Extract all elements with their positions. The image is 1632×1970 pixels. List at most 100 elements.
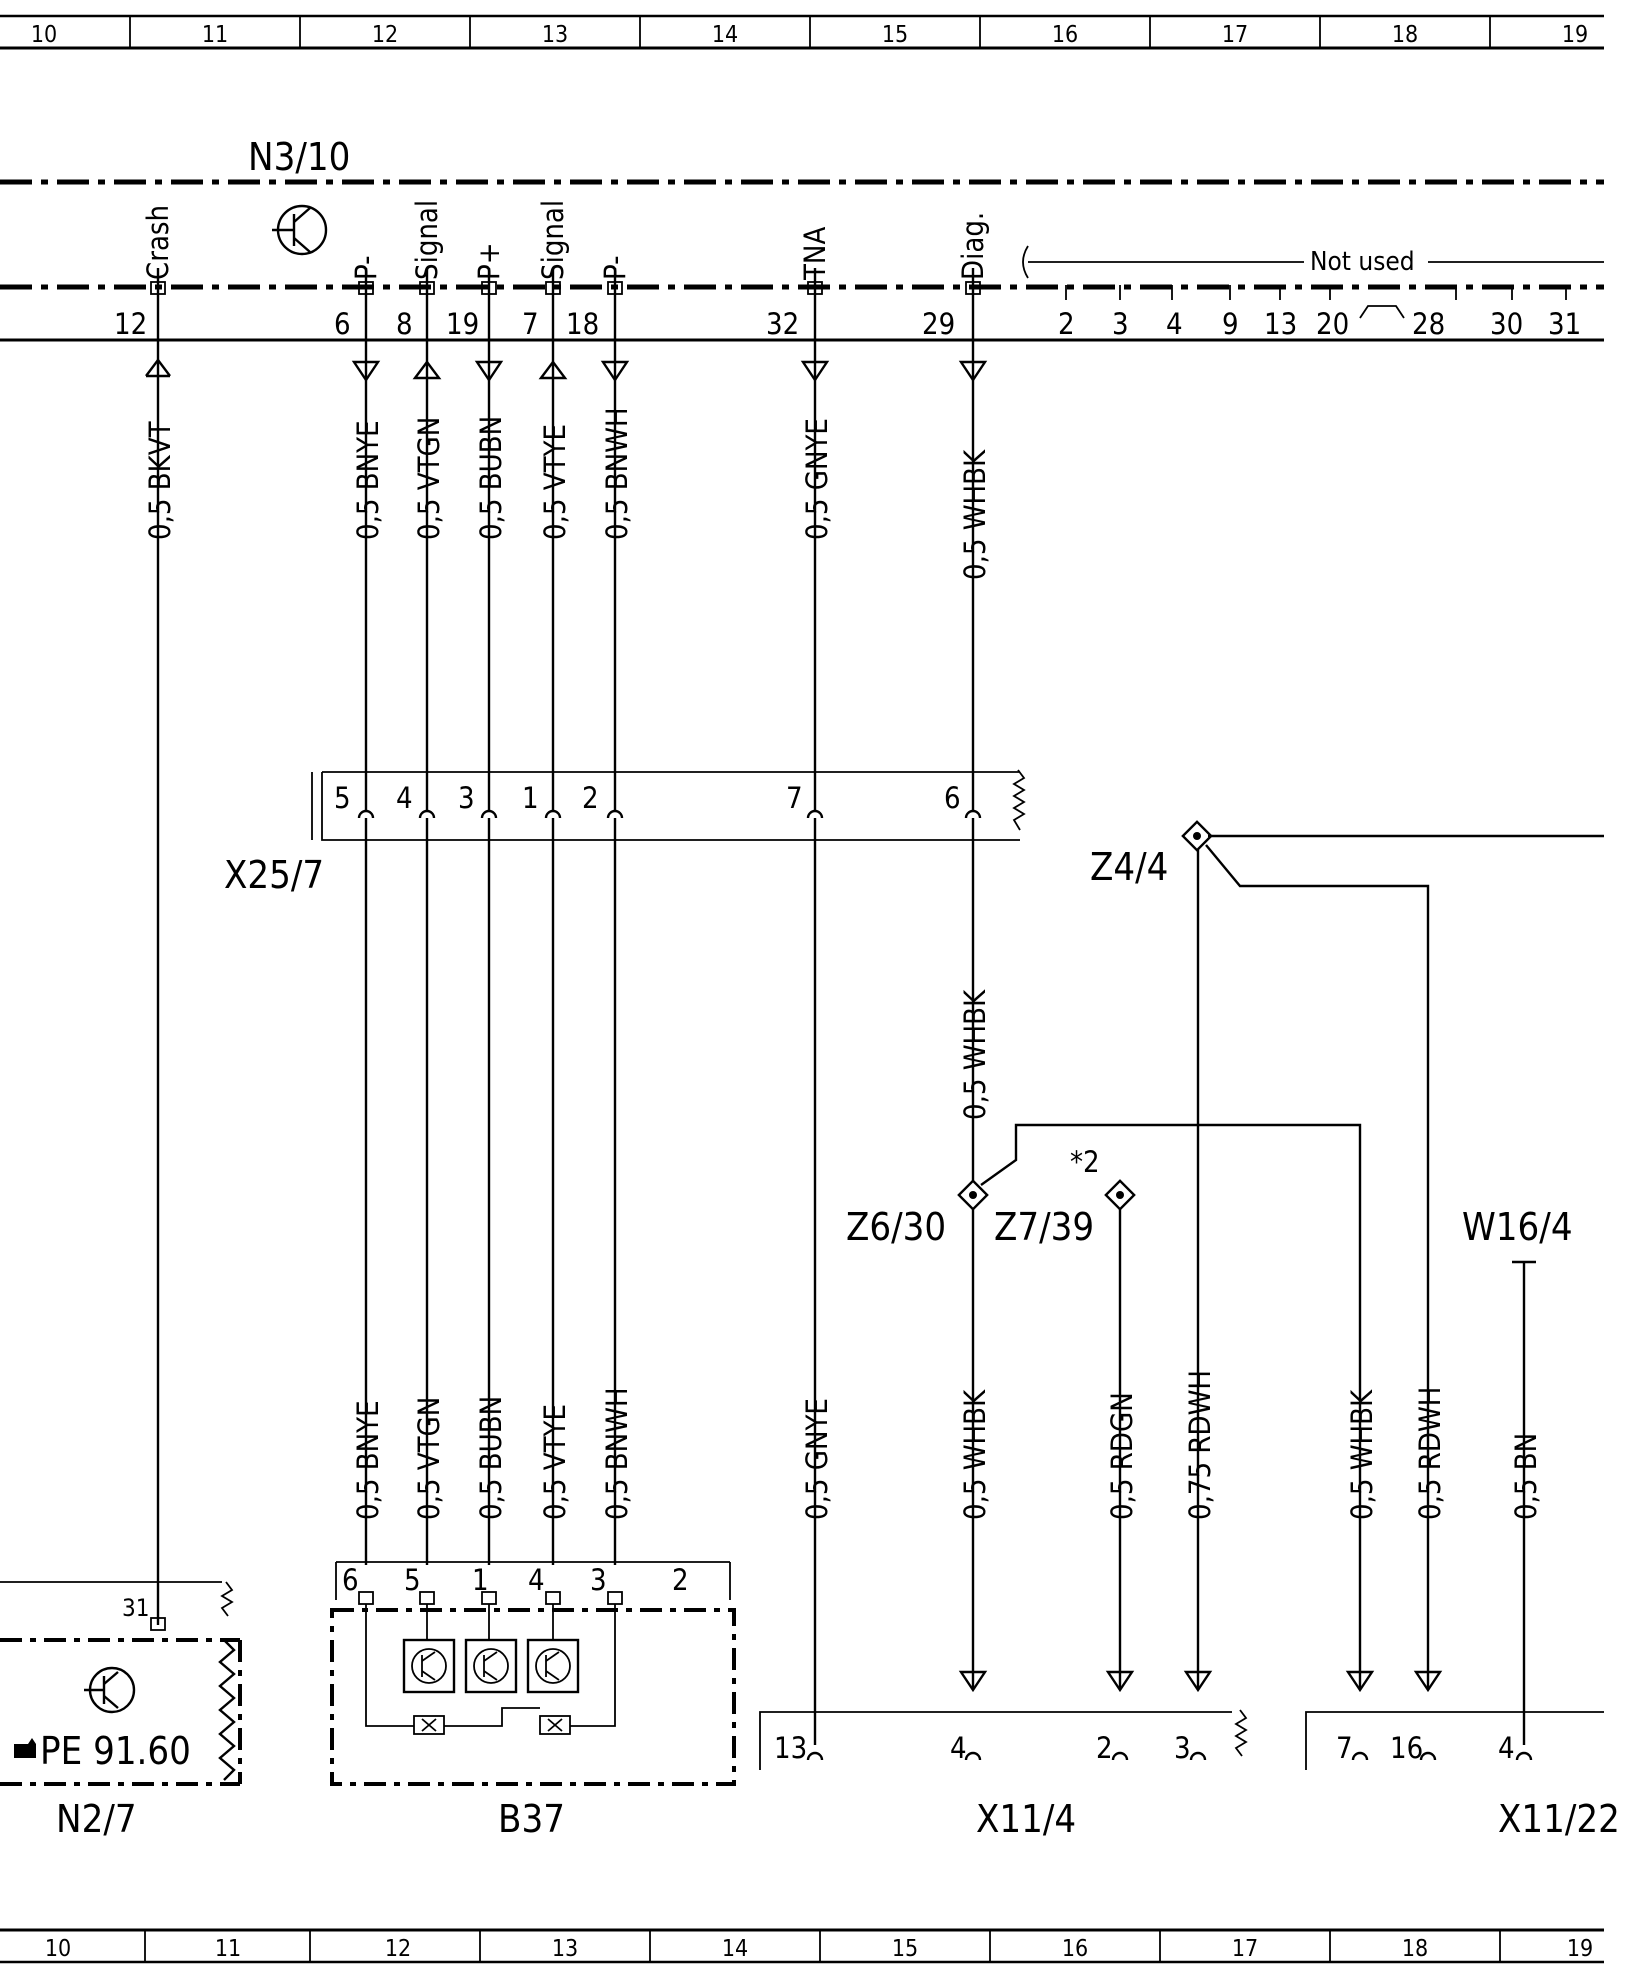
transistor-icon [473,1648,509,1684]
connector-pin: 4 [950,1731,967,1765]
grid-label: 16 [1052,22,1078,48]
wire-label: 0,5 BUBN [474,1396,508,1520]
connector-x11-22: 7 16 4 X11/22 [1305,1711,1620,1841]
pin-number: 31 [1548,307,1581,341]
pin-label: Crash [141,205,175,280]
connector-pin: 1 [472,1563,489,1597]
connector-label: X25/7 [224,853,324,897]
connector-pin: 2 [582,781,599,815]
pin-number: 6 [334,307,351,341]
grid-label: 19 [1567,1936,1593,1962]
grid-label: 18 [1402,1936,1428,1962]
connector-pin: 6 [342,1563,359,1597]
connector-pin: 13 [774,1731,807,1765]
not-used-label: Not used [1310,247,1415,277]
pin-number: 13 [1264,307,1297,341]
grid-label: 11 [215,1936,241,1962]
grid-label: 17 [1222,22,1248,48]
wire-label: 0,5 BKVT [143,420,177,540]
splice-label: Z4/4 [1090,845,1168,889]
wire-label: 0,5 RDGN [1105,1392,1139,1520]
connector-label: X11/4 [976,1797,1076,1841]
connector-pin: 3 [590,1563,607,1597]
grid-label: 11 [202,22,228,48]
splice-z6-30: Z6/30 [846,1179,989,1249]
wire-label: 0,5 VTGN [412,1397,446,1520]
connector-pin: 7 [786,781,803,815]
transistor-icon [272,204,328,256]
wire-label: 0,5 BNWH [600,1387,634,1520]
component-label: N2/7 [56,1797,137,1841]
connector-pin: 4 [396,781,413,815]
transistor-icon [535,1648,571,1684]
wire-label: 0,5 BNYE [351,1400,385,1520]
transistor-icon [84,1666,136,1714]
component-text: PE 91.60 [40,1729,191,1773]
grid-label: 14 [722,1936,748,1962]
pin-label: Diag. [956,212,990,280]
connector-pin: 2 [672,1563,689,1597]
pin-number: 28 [1412,307,1445,341]
pin-label: P- [349,255,383,280]
grid-label: 18 [1392,22,1418,48]
connector-pin: 5 [334,781,351,815]
wire-label: 0,5 VTGN [412,417,446,540]
connector-pin: 4 [528,1563,545,1597]
pin-number: 3 [1112,307,1129,341]
grid-label: 14 [712,22,738,48]
wire-label: 0,5 VTYE [538,1404,572,1520]
control-unit-label: N3/10 [248,135,350,179]
pin-number: 19 [446,307,479,341]
component-n2-7: 31 PE 91.60 N2/7 [0,1581,242,1841]
grid-label: 10 [31,22,57,48]
connector-pin: 6 [944,781,961,815]
pin-number: 18 [566,307,599,341]
control-unit-n3-10: N3/10 Crash 12 P- 6 Signal 8 P+ 19 Signa… [0,135,1604,342]
wire-label: 0,5 WHBK [958,989,992,1120]
top-grid: 10 11 12 13 14 15 16 17 18 19 [0,14,1604,50]
grid-label: 15 [882,22,908,48]
transistor-icon [411,1648,447,1684]
component-b37: 6 5 1 4 3 2 [330,1561,736,1841]
grid-label: 13 [542,22,568,48]
pin-label: Signal [536,200,570,280]
wire-label: 0,5 WHBK [958,449,992,580]
upper-wires: 0,5 BKVT 0,5 BNYE 0,5 VTGN 0,5 BUBN 0,5 … [143,340,992,1625]
connector-pin: 4 [1498,1731,1515,1765]
splice-label: Z7/39 [994,1205,1094,1249]
splice-z4-4: Z4/4 [1090,820,1604,889]
pin-number: 31 [122,1594,149,1622]
wire-label: 0,5 GNYE [800,418,834,540]
pin-number: 8 [396,307,413,341]
lower-wires: 0,5 BNYE 0,5 VTGN 0,5 BUBN 0,5 VTYE 0,5 … [351,818,1543,1745]
pin-number: 12 [114,307,147,341]
connector-x25-7: 5 4 3 1 2 7 6 X25/7 [224,769,1026,897]
pin-label: TNA [798,227,832,281]
wire-label: 0,5 WHBK [1345,1389,1379,1520]
pin-label: Signal [410,200,444,280]
pin-number: 30 [1490,307,1523,341]
component-label: B37 [498,1797,565,1841]
connector-pin: 5 [404,1563,421,1597]
footnote-marker: *2 [1070,1145,1100,1179]
not-used-pins: 2 3 4 9 13 20 28 30 31 [1058,285,1581,341]
grid-label: 10 [45,1936,71,1962]
connector-pin: 3 [458,781,475,815]
pin-number: 29 [922,307,955,341]
wire-label: 0,5 RDWH [1413,1387,1447,1520]
connector-label: X11/22 [1498,1797,1620,1841]
pin-number: 2 [1058,307,1075,341]
pin-number: 32 [766,307,799,341]
connector-x11-4: 13 4 2 3 X11/4 [759,1709,1248,1841]
wire-label: 0,75 RDWH [1183,1370,1217,1520]
connector-pin: 7 [1336,1731,1353,1765]
connector-pin: 3 [1174,1731,1191,1765]
grid-label: 13 [552,1936,578,1962]
grid-label: 16 [1062,1936,1088,1962]
splice-label: Z6/30 [846,1205,946,1249]
pin-number: 7 [522,307,539,341]
wire-label: 0,5 BNYE [351,420,385,540]
connector-pin: 1 [522,781,539,815]
grid-label: 17 [1232,1936,1258,1962]
